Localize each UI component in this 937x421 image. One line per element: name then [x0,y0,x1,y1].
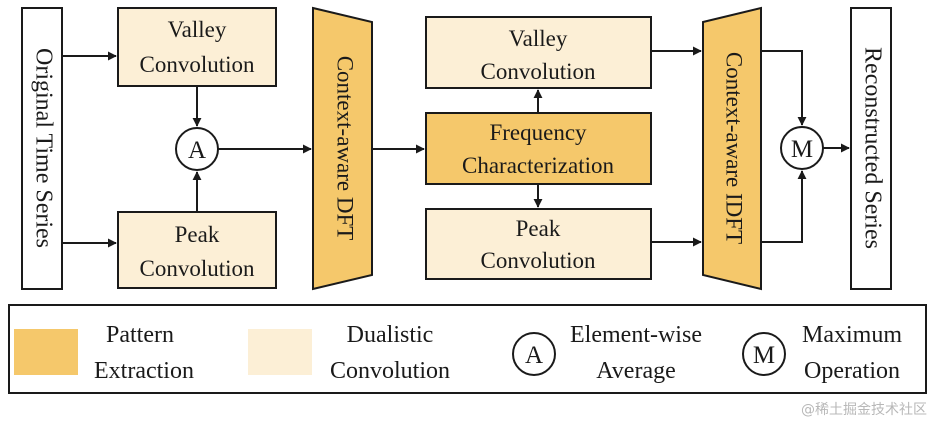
average-operator-symbol: A [188,137,206,164]
legend-dualistic-convolution-line2: Convolution [330,358,450,384]
right-valley-line1: Valley [509,26,568,51]
left-peak-line2: Convolution [139,256,255,281]
legend-pattern-extraction-line2: Extraction [94,358,194,384]
connector-arrows [62,46,850,248]
legend-maximum-operation-line1: Maximum [802,322,902,348]
legend-average-symbol: A [525,342,543,369]
arrow-idft-to-maximum-bottom [761,170,807,243]
legend-swatch-dualistic-convolution [248,329,312,375]
average-operator: A [175,127,219,171]
left-peak-convolution-box: Peak Convolution [117,211,277,289]
idft-label: Context-aware IDFT [722,52,747,244]
freq-char-line2: Characterization [462,153,614,178]
right-valley-line2: Convolution [480,59,596,84]
legend: Pattern Extraction Dualistic Convolution… [8,304,927,394]
context-aware-dft-block: Context-aware DFT [312,6,373,291]
left-valley-line2: Convolution [139,52,255,77]
legend-maximum-symbol-circle [742,332,786,376]
right-peak-convolution-box: Peak Convolution [425,208,652,280]
output-series-box: Reconstructed Series [850,7,892,290]
legend-dualistic-convolution-line1: Dualistic [347,322,434,348]
input-series-box: Original Time Series [21,7,63,290]
maximum-operator-symbol: M [791,136,813,163]
freq-char-line1: Frequency [489,120,587,145]
legend-swatch-pattern-extraction [14,329,78,375]
maximum-operator: M [780,126,824,170]
legend-element-wise-average-line1: Element-wise [570,322,702,348]
right-valley-convolution-box: Valley Convolution [425,16,652,89]
legend-average-symbol-circle [512,332,556,376]
right-peak-line2: Convolution [480,248,596,273]
left-valley-convolution-box: Valley Convolution [117,7,277,87]
left-peak-line1: Peak [175,222,220,247]
right-peak-line1: Peak [516,216,561,241]
legend-maximum-symbol: M [753,342,775,369]
watermark-text: @稀土掘金技术社区 [801,402,927,418]
context-aware-idft-block: Context-aware IDFT [702,6,762,291]
input-series-label: Original Time Series [30,48,56,248]
arrow-idft-to-maximum-top [761,50,807,126]
dft-label: Context-aware DFT [333,56,358,241]
legend-pattern-extraction-line1: Pattern [106,322,174,348]
frequency-characterization-box: Frequency Characterization [425,112,652,185]
output-series-label: Reconstructed Series [859,47,885,249]
left-valley-line1: Valley [168,17,227,42]
legend-element-wise-average-line2: Average [596,358,676,384]
legend-maximum-operation-line2: Operation [804,358,900,384]
